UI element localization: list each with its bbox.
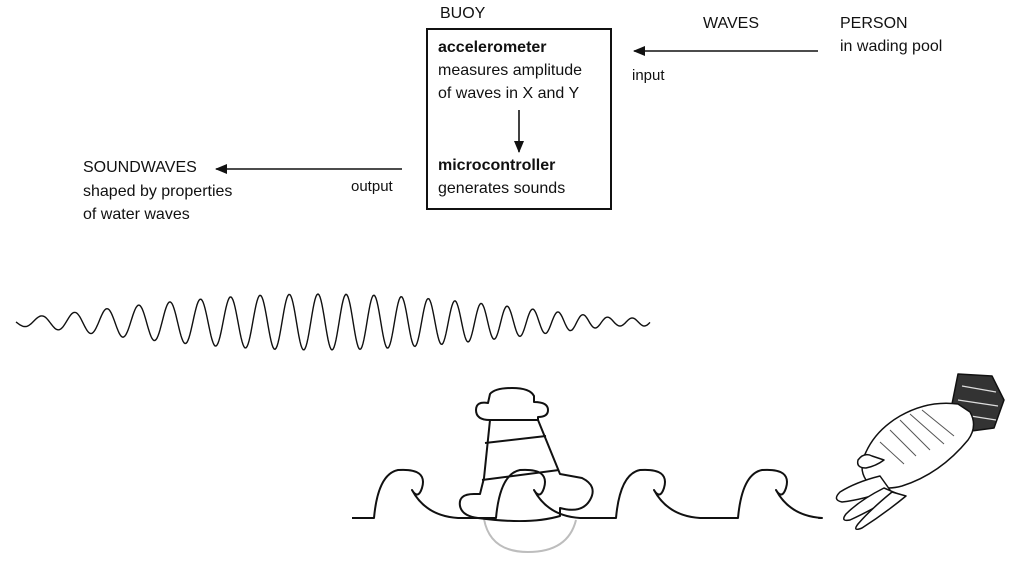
- waves-label: WAVES: [703, 15, 760, 32]
- person-subtitle: in wading pool: [840, 38, 943, 55]
- buoy-icon: [458, 387, 594, 523]
- soundwaves-line-1: shaped by properties: [83, 183, 233, 200]
- buoy-box: [426, 28, 612, 210]
- buoy-underwater-shadow: [483, 518, 577, 554]
- hand-icon: [835, 373, 1005, 531]
- person-title: PERSON: [840, 15, 908, 32]
- microcontroller-desc: generates sounds: [438, 180, 566, 197]
- accelerometer-title: accelerometer: [438, 39, 547, 56]
- soundwave-graphic: [15, 293, 651, 351]
- water-waves-graphic: [352, 468, 823, 519]
- output-label: output: [351, 178, 393, 195]
- input-label: input: [632, 67, 665, 84]
- accelerometer-line-2: of waves in X and Y: [438, 85, 580, 102]
- soundwaves-title: SOUNDWAVES: [83, 159, 197, 176]
- accelerometer-line-1: measures amplitude: [438, 62, 583, 79]
- microcontroller-title: microcontroller: [438, 157, 556, 174]
- soundwaves-line-2: of water waves: [83, 206, 190, 223]
- buoy-title: BUOY: [440, 5, 486, 22]
